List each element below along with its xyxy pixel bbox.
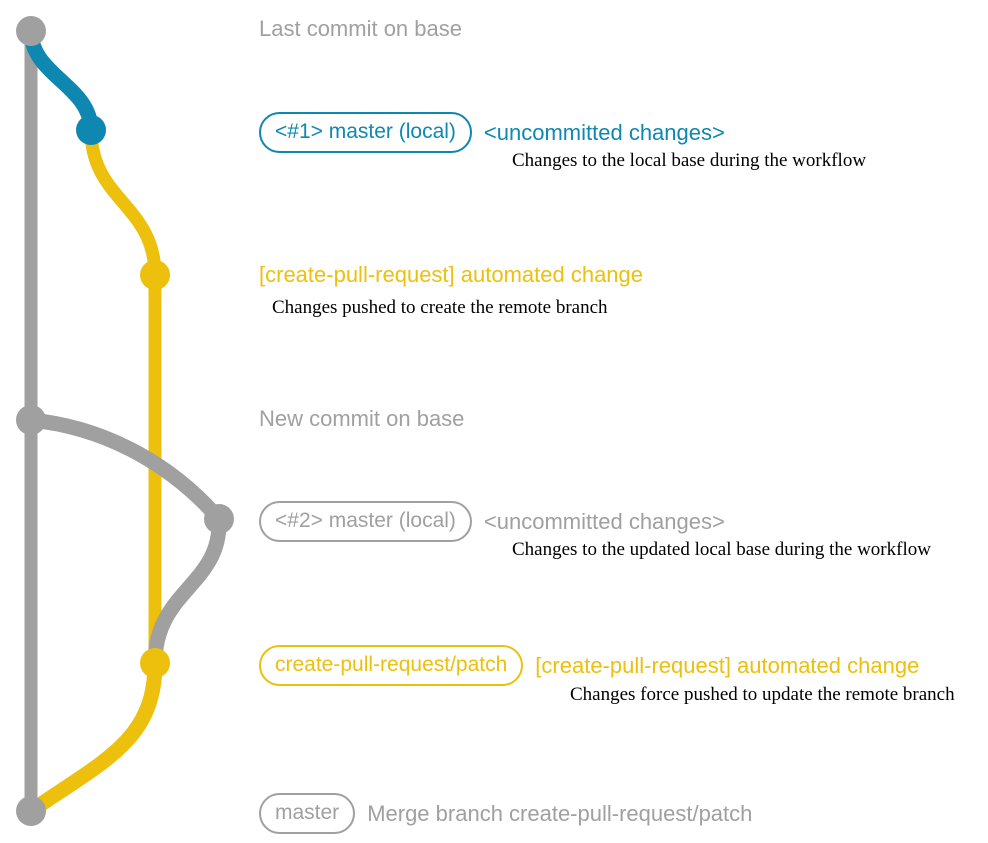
commit-row-local-changes-1: <#1> master (local) <uncommitted changes… xyxy=(259,112,725,153)
commit-subject: New commit on base xyxy=(259,406,465,431)
commit-node-new-commit-on-base[interactable] xyxy=(16,405,46,435)
commit-description-automated-change-2: Changes force pushed to update the remot… xyxy=(570,684,955,705)
commit-row-merge-commit: master Merge branch create-pull-request/… xyxy=(259,793,752,834)
commit-subject: <uncommitted changes> xyxy=(483,508,725,534)
commit-row-new-commit-on-base: New commit on base xyxy=(259,408,464,430)
commit-node-automated-change-1[interactable] xyxy=(140,260,170,290)
commit-description-local-changes-2: Changes to the updated local base during… xyxy=(512,539,931,560)
branch-badge-create-pull-request-patch[interactable]: create-pull-request/patch xyxy=(259,645,524,686)
commit-description-local-changes-1: Changes to the local base during the wor… xyxy=(512,150,867,171)
commit-subject: <uncommitted changes> xyxy=(483,119,725,145)
commit-row-automated-change-2: create-pull-request/patch [create-pull-r… xyxy=(259,645,919,686)
edge-base-to-local-2 xyxy=(30,412,225,524)
branch-badge-master-local-2[interactable]: <#2> master (local) xyxy=(259,501,472,542)
edge-automated-2-to-merge xyxy=(26,662,163,818)
commit-node-local-changes-2[interactable] xyxy=(204,504,234,534)
edge-local-1-to-automated-1 xyxy=(84,129,162,276)
branch-badge-master[interactable]: master xyxy=(259,793,356,834)
commit-row-last-commit-on-base: Last commit on base xyxy=(259,18,462,40)
edge-local-2-to-automated-2 xyxy=(147,518,227,664)
commit-row-automated-change-1: [create-pull-request] automated change xyxy=(259,264,643,286)
commit-node-automated-change-2[interactable] xyxy=(140,648,170,678)
commit-node-local-changes-1[interactable] xyxy=(76,115,106,145)
commit-subject: [create-pull-request] automated change xyxy=(259,262,644,287)
commit-description-automated-change-1: Changes pushed to create the remote bran… xyxy=(272,297,608,318)
branch-badge-master-local-1[interactable]: <#1> master (local) xyxy=(259,112,472,153)
commit-node-last-commit-on-base[interactable] xyxy=(16,16,46,46)
commit-row-local-changes-2: <#2> master (local) <uncommitted changes… xyxy=(259,501,725,542)
commit-subject: Last commit on base xyxy=(259,16,462,41)
edge-base-to-local-1 xyxy=(23,30,99,131)
commit-subject: [create-pull-request] automated change xyxy=(535,652,920,678)
commit-subject: Merge branch create-pull-request/patch xyxy=(367,800,753,826)
commit-node-merge-commit[interactable] xyxy=(16,796,46,826)
